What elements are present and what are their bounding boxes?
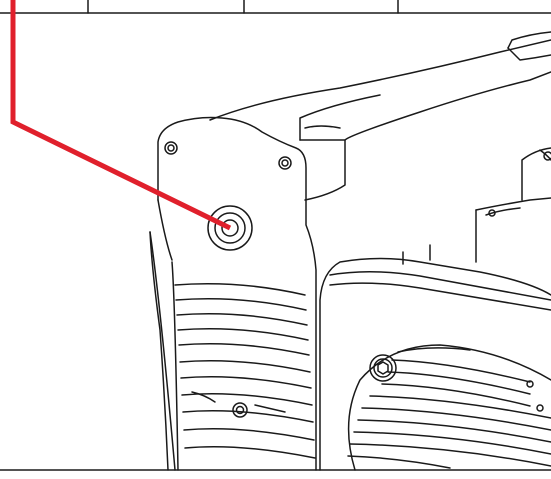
socket-screw-icon bbox=[369, 354, 397, 382]
callout-leader-line bbox=[10, 0, 232, 231]
motor-cooling-fins bbox=[347, 344, 551, 471]
motor-block bbox=[319, 147, 551, 471]
cooling-fins-front bbox=[149, 231, 316, 471]
main-housing bbox=[209, 31, 551, 201]
top-table-fragment bbox=[0, 0, 551, 14]
end-plate bbox=[157, 116, 317, 471]
